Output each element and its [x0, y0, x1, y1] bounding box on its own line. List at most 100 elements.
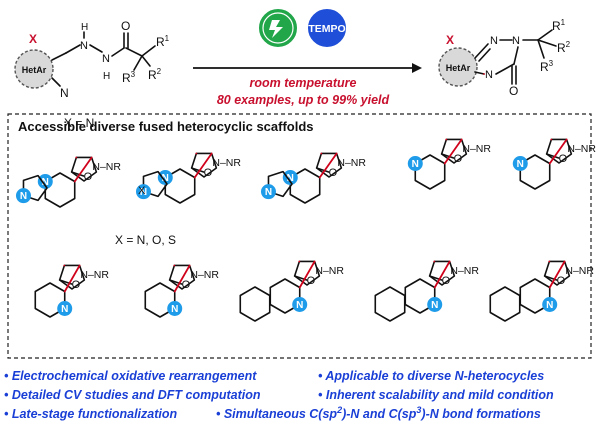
reactant-o-label: O: [121, 19, 130, 33]
scaffold-r2-2-nr: N–NR: [190, 269, 219, 281]
scaffold-r2-1-ring: [58, 264, 86, 290]
product-hetar-ring: [438, 47, 478, 87]
product-structure: HetAr X N N N O R1 R2 R3: [438, 18, 571, 98]
feature-bond-formations: • Simultaneous C(sp2)-N and C(sp3)-N bon…: [216, 405, 541, 421]
reactant-bond-6: [125, 47, 143, 57]
scaffold-r1-3-ring: [315, 152, 343, 178]
scaffold-r2-2-ring: [168, 264, 196, 290]
scaffold-r1-3-n1: N: [287, 173, 294, 184]
scaffold-r1-4-co1: [440, 153, 455, 159]
scaffold-r2-4-nr: N–NR: [450, 265, 479, 277]
scaffold-box: [7, 113, 592, 359]
x-substitution-note: X = N, O, S: [115, 233, 176, 247]
product-n1: N: [490, 35, 498, 47]
scaffold-r1-1-n2: N: [20, 191, 27, 202]
scaffold-r1-1-ring: [70, 156, 98, 182]
scaffold-r1-4-link: [443, 138, 463, 165]
reactant-nh2-h: H: [103, 71, 110, 82]
scaffold-r2-3-nr: N–NR: [315, 265, 344, 277]
scaffold-r2-4-n1: N: [431, 300, 438, 311]
product-o-label: O: [509, 84, 518, 98]
product-bond-r1: [537, 29, 553, 41]
feature-late-stage: • Late-stage functionalization: [4, 407, 178, 421]
scaffold-r2-5-benzo: [489, 286, 521, 322]
tempo-badge: TEMPO: [306, 7, 348, 49]
scaffold-r1-3-nr: N–NR: [337, 157, 366, 169]
reactant-nh2-n: N: [102, 53, 110, 65]
scaffold-r2-5-o: O: [557, 275, 566, 287]
scaffold-r1-1-pent: [22, 174, 48, 202]
reactant-nh1-n: N: [80, 40, 88, 52]
scaffold-r1-4-n1-highlight: [407, 156, 423, 171]
scaffold-r1-3-link: [318, 152, 338, 179]
scaffold-r1-3-n2-highlight: [260, 184, 276, 200]
product-bond-1b: [478, 48, 491, 62]
reactant-bond-1: [51, 52, 67, 61]
product-bond-5: [474, 71, 485, 75]
scaffold-r1-4-nr: N–NR: [462, 143, 491, 155]
feature-applicable: • Applicable to diverse N-heterocycles: [318, 369, 544, 383]
x-equals-n: X = N: [64, 116, 94, 130]
scaffold-r1-2-link: [193, 152, 213, 179]
product-bond-1: [474, 43, 489, 59]
scaffold-r2-5-ring: [543, 260, 571, 286]
scaffold-r1-5-ring: [545, 138, 573, 164]
scaffold-r1-2-co1: [190, 167, 205, 173]
scaffold-r1-3-o: O: [329, 167, 338, 179]
product-n3: N: [485, 69, 493, 81]
reactant-bond-r1: [141, 45, 156, 57]
product-x-label: X: [446, 33, 454, 47]
reactant-bond-5: [111, 47, 125, 57]
scaffold-r2-4-n1-highlight: [427, 297, 443, 312]
scaffold-r1-3-co1: [315, 167, 330, 173]
scaffold-r2-2-link: [173, 264, 191, 293]
scaffold-r2-1-n1-highlight: [57, 301, 73, 316]
scaffold-r2-5-n1: N: [546, 300, 553, 311]
reaction-arrow-head: [412, 63, 422, 73]
product-r2: R2: [557, 40, 571, 55]
reactant-bond-4: [89, 44, 103, 53]
scaffold-r1-3-pent: [267, 170, 293, 198]
product-n2: N: [512, 35, 520, 47]
scaffold-r2-1-link: [63, 264, 81, 293]
scaffold-r1-5-nr: N–NR: [567, 143, 596, 155]
product-bond-3: [513, 46, 519, 65]
scaffold-r1-2-o: O: [204, 167, 213, 179]
product-bond-4: [495, 63, 515, 75]
scaffold-r2-3-n1: N: [296, 300, 303, 311]
scaffold-r2-1-n1: N: [61, 304, 68, 315]
scaffold-r1-3-n1-highlight: [282, 170, 298, 185]
scaffold-r2-3-benzo: [239, 286, 271, 322]
product-hetar-label: HetAr: [446, 63, 471, 73]
reactant-nh1-h: H: [81, 22, 88, 33]
product-bond-r3: [537, 39, 545, 59]
scaffold-r1-2-pent: [142, 170, 168, 198]
scaffold-r2-4-o: O: [442, 275, 451, 287]
scaffold-r1-2-x: X: [138, 185, 146, 197]
reactant-bond-r2: [141, 55, 151, 67]
feature-scalability: • Inherent scalability and mild conditio…: [318, 388, 554, 402]
feature-list: • Electrochemical oxidative rearrangemen…: [4, 369, 554, 421]
scaffold-r2-4-ring: [428, 260, 456, 286]
scaffold-r2-4-benzo: [374, 286, 406, 322]
scaffold-r1-1-co1: [70, 171, 85, 177]
reactant-x-label: X: [29, 32, 37, 46]
reactant-bond-r3: [133, 55, 143, 71]
scaffold-r1-1-link: [73, 156, 93, 183]
scaffold-r1-1-n2-highlight: [15, 188, 31, 204]
scaffold-r1-5-o: O: [559, 153, 568, 165]
reactant-bond-3: [65, 44, 81, 54]
tempo-label: TEMPO: [308, 23, 345, 35]
reactant-n-label: N: [60, 86, 69, 100]
scaffold-r2-5-link: [548, 260, 566, 289]
scaffold-r1-1-n1-highlight: [37, 174, 53, 189]
scaffold-r1-2-ring: [190, 152, 218, 178]
scaffold-r1-1-n1: N: [42, 177, 49, 188]
feature-electrochemical: • Electrochemical oxidative rearrangemen…: [4, 369, 257, 383]
scaffold-r2-3-o: O: [307, 275, 316, 287]
scaffold-r1-2-n2-highlight: [135, 184, 151, 200]
feature-cv-dft: • Detailed CV studies and DFT computatio…: [4, 388, 261, 402]
scaffold-r1-2-n1-highlight: [157, 170, 173, 185]
condition-yield: 80 examples, up to 99% yield: [217, 93, 390, 107]
